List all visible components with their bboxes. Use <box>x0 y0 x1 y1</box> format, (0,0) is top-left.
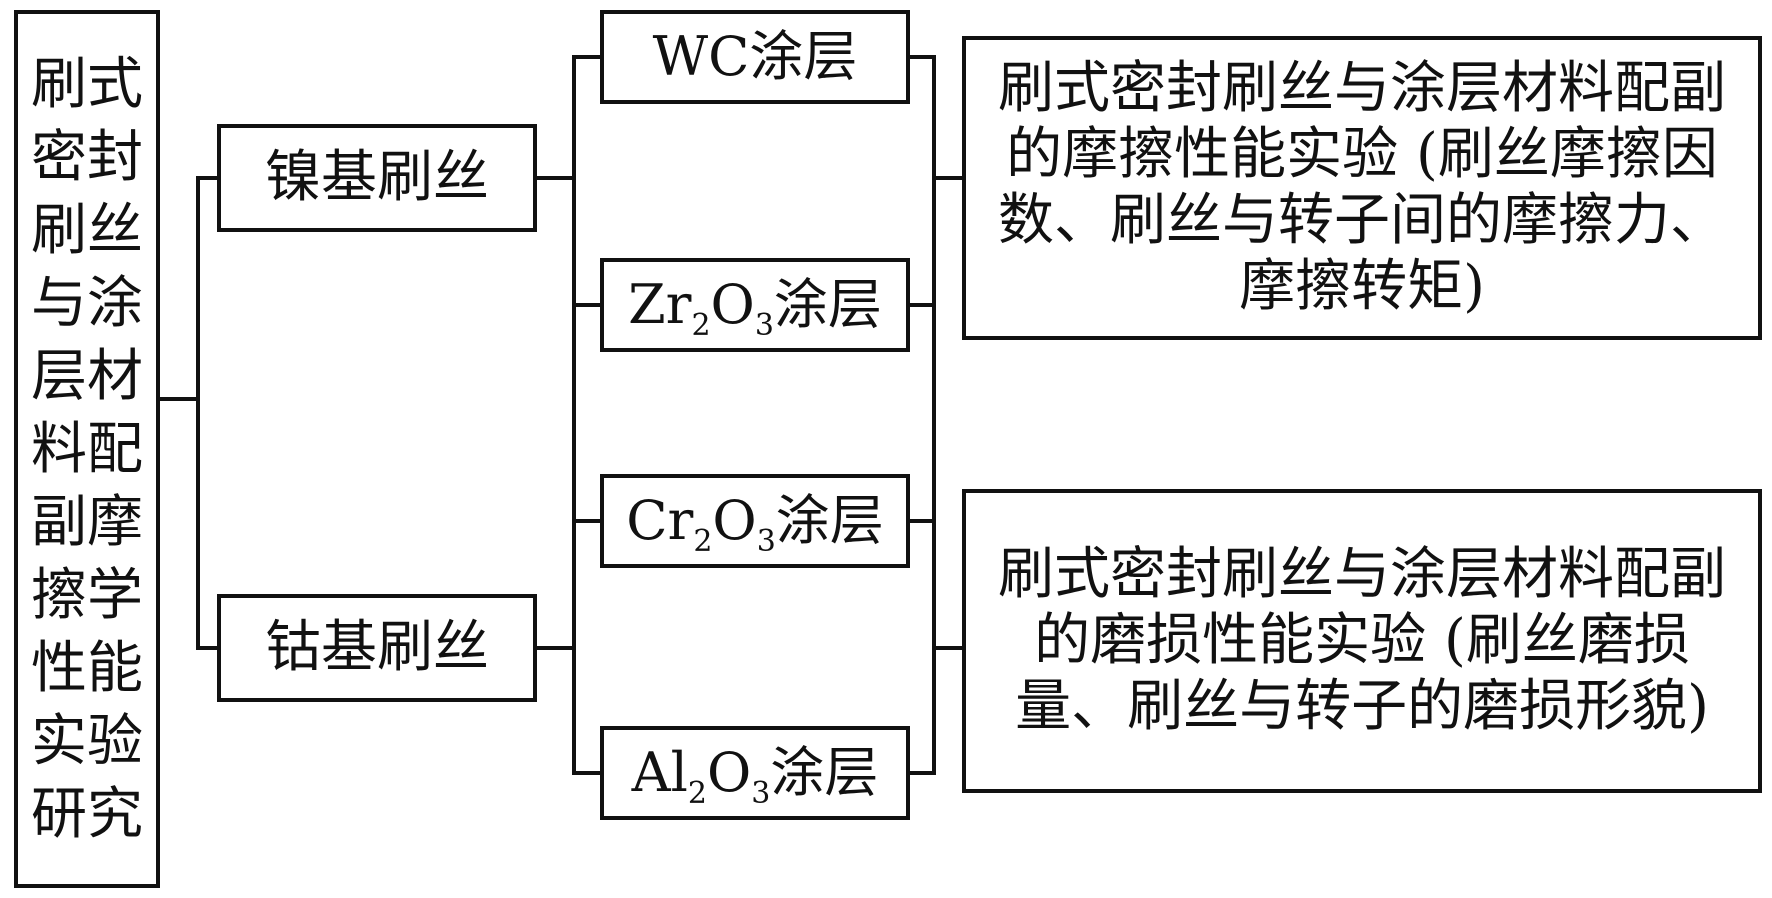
wear-test-box: 刷式密封刷丝与涂层材料配副的磨损性能实验 (刷丝磨损量、刷丝与转子的磨损形貌) <box>962 489 1762 793</box>
friction-test-text: 刷式密封刷丝与涂层材料配副的摩擦性能实验 (刷丝摩擦因数、刷丝与转子间的摩擦力、… <box>998 56 1726 319</box>
al2o3-coating-box: Al2O3涂层 <box>600 726 910 820</box>
coating-label: Al2O3涂层 <box>631 741 879 811</box>
wc-coating-box: WC涂层 <box>600 10 910 104</box>
coating-label: Zr2O3涂层 <box>628 273 882 343</box>
zr2o3-coating-box: Zr2O3涂层 <box>600 258 910 352</box>
coating-label: WC涂层 <box>652 25 858 88</box>
root-topic-text: 刷式密封刷丝与涂层材料配副摩擦学性能实验研究 <box>31 51 143 847</box>
cr2o3-coating-box: Cr2O3涂层 <box>600 474 910 568</box>
coating-label: Cr2O3涂层 <box>626 489 884 559</box>
cobalt-brush-box: 钴基刷丝 <box>217 594 537 702</box>
nickel-brush-label: 镍基刷丝 <box>265 145 489 210</box>
root-topic-box: 刷式密封刷丝与涂层材料配副摩擦学性能实验研究 <box>14 10 160 888</box>
friction-test-box: 刷式密封刷丝与涂层材料配副的摩擦性能实验 (刷丝摩擦因数、刷丝与转子间的摩擦力、… <box>962 36 1762 340</box>
nickel-brush-box: 镍基刷丝 <box>217 124 537 232</box>
cobalt-brush-label: 钴基刷丝 <box>265 615 489 680</box>
wear-test-text: 刷式密封刷丝与涂层材料配副的磨损性能实验 (刷丝磨损量、刷丝与转子的磨损形貌) <box>998 542 1726 739</box>
